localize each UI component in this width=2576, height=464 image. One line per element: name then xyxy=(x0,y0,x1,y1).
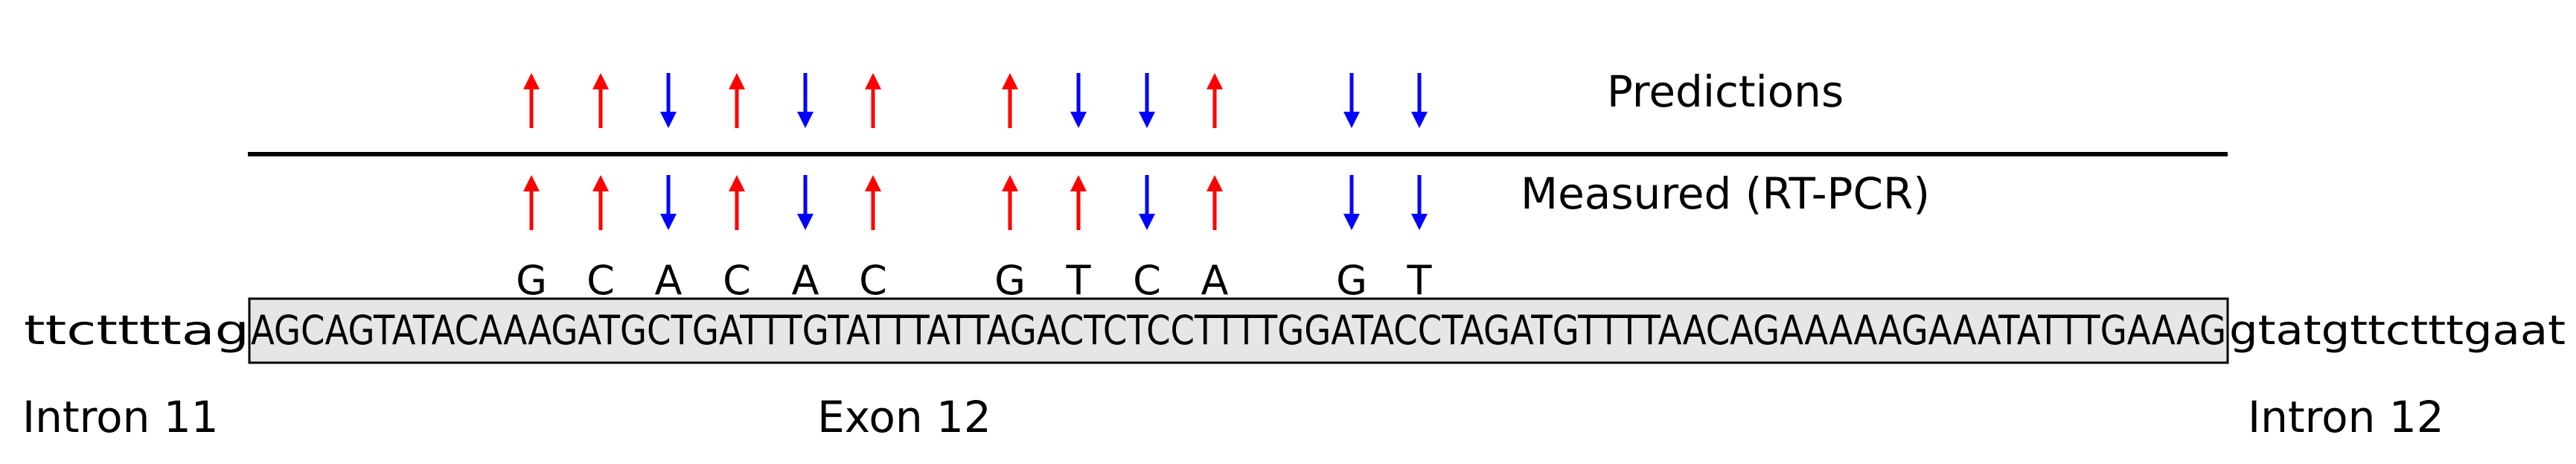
measured-arrow-up xyxy=(1070,175,1087,230)
measured-arrow-down xyxy=(1343,175,1360,230)
measured-arrow-up xyxy=(523,175,540,230)
measured-arrow-up xyxy=(1206,175,1223,230)
measured-arrow-up xyxy=(1002,175,1018,230)
prediction-arrow-up xyxy=(729,73,745,128)
intron-12-sequence: gtatgttctttgaat xyxy=(2229,307,2566,354)
prediction-arrow-up xyxy=(865,73,881,128)
site-base-label: T xyxy=(1407,257,1433,304)
site-base-label: C xyxy=(587,257,615,304)
site-base-label: C xyxy=(859,257,887,304)
intron-11-label: Intron 11 xyxy=(22,392,219,442)
site-base-label: C xyxy=(723,257,751,304)
measured-arrow-up xyxy=(865,175,881,230)
measured-arrow-down xyxy=(660,175,677,230)
measured-arrow-down xyxy=(797,175,814,230)
prediction-arrow-down xyxy=(1411,73,1428,128)
measured-arrows xyxy=(523,175,1428,230)
predictions-label: Predictions xyxy=(1607,66,1844,117)
measured-arrow-down xyxy=(1139,175,1155,230)
exon-12-sequence: AGCAGTATACAAAGATGCTGATTTGTATTTATTAGACTCT… xyxy=(251,307,2226,354)
intron-12-label: Intron 12 xyxy=(2248,392,2444,442)
measured-label: Measured (RT-PCR) xyxy=(1521,168,1930,219)
prediction-arrow-down xyxy=(797,73,814,128)
prediction-arrows xyxy=(523,73,1428,128)
site-base-label: T xyxy=(1066,257,1092,304)
prediction-arrow-down xyxy=(1139,73,1155,128)
prediction-arrow-down xyxy=(1343,73,1360,128)
site-base-label: G xyxy=(1336,257,1367,304)
prediction-arrow-up xyxy=(523,73,540,128)
exon-box xyxy=(248,297,2229,364)
measured-arrow-up xyxy=(592,175,609,230)
intron-11-sequence: ttcttttag xyxy=(24,307,249,354)
site-base-label: A xyxy=(655,257,683,304)
site-base-label: A xyxy=(792,257,819,304)
prediction-arrow-up xyxy=(592,73,609,128)
prediction-arrow-up xyxy=(1206,73,1223,128)
measured-arrow-down xyxy=(1411,175,1428,230)
site-base-label: G xyxy=(516,257,547,304)
site-base-label: C xyxy=(1133,257,1161,304)
site-base-label: G xyxy=(994,257,1026,304)
prediction-arrow-up xyxy=(1002,73,1018,128)
prediction-arrow-down xyxy=(1070,73,1087,128)
site-base-label: A xyxy=(1201,257,1229,304)
measured-arrow-up xyxy=(729,175,745,230)
prediction-arrow-down xyxy=(660,73,677,128)
exon-12-label: Exon 12 xyxy=(817,392,991,442)
